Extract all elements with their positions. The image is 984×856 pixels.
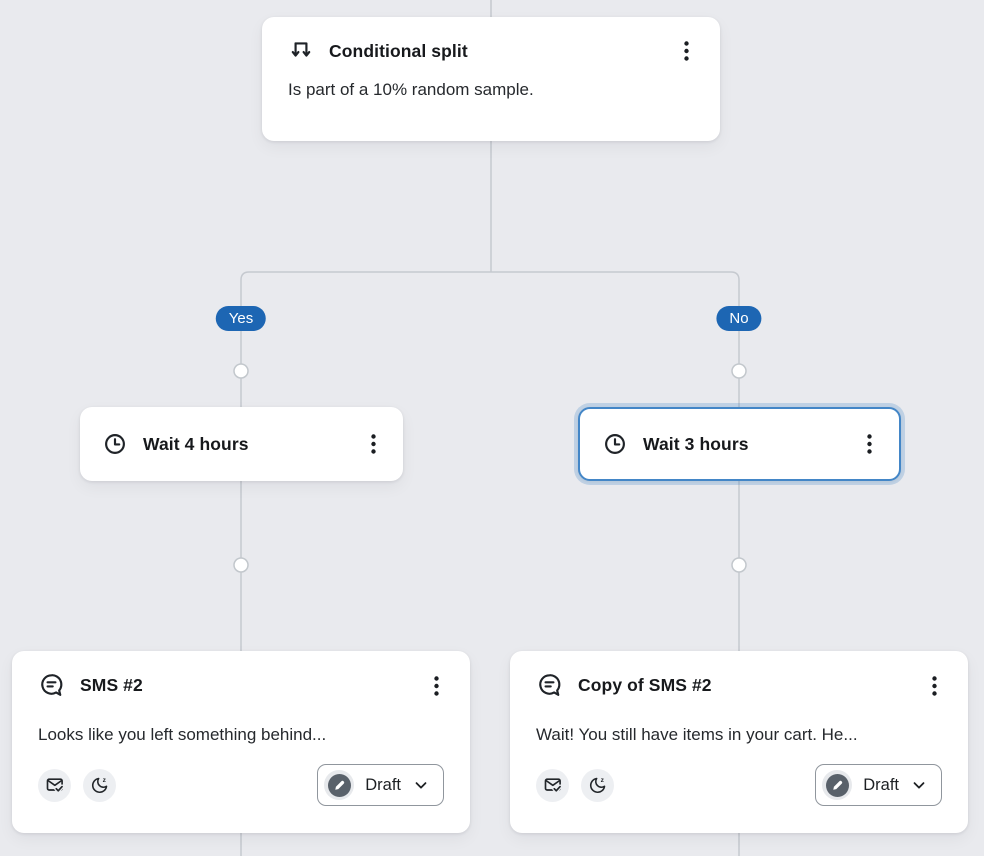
card-header: SMS #2 (38, 672, 444, 699)
kebab-menu-icon (932, 675, 937, 696)
card-footer: z Draft (536, 764, 942, 806)
status-dropdown[interactable]: Draft (317, 764, 444, 806)
sms-card-no[interactable]: Copy of SMS #2 Wait! You still have item… (510, 651, 968, 833)
status-label: Draft (365, 775, 401, 794)
card-description: Is part of a 10% random sample. (288, 80, 534, 99)
edge-branch-fork (240, 271, 740, 307)
message-preview: Looks like you left something behind... (38, 725, 327, 744)
card-title: Wait 4 hours (143, 433, 249, 454)
card-title: Wait 3 hours (643, 433, 749, 454)
pencil-circle-icon (825, 773, 849, 797)
consent-indicator (38, 768, 71, 802)
card-title: Conditional split (329, 40, 468, 61)
status-label: Draft (863, 775, 899, 794)
card-title: SMS #2 (80, 675, 143, 695)
kebab-menu-button[interactable] (366, 431, 381, 457)
clock-icon (102, 431, 128, 457)
chat-bubble-icon (536, 672, 563, 699)
chevron-down-icon (412, 776, 430, 794)
wait-card-yes[interactable]: Wait 4 hours (80, 407, 403, 481)
kebab-menu-button[interactable] (429, 673, 444, 699)
clock-icon (602, 431, 628, 457)
card-title: Copy of SMS #2 (578, 675, 712, 695)
status-badge (324, 770, 355, 800)
add-step-node[interactable] (233, 363, 249, 379)
moon-zzz-icon: z (90, 775, 110, 795)
pencil-circle-icon (327, 773, 351, 797)
status-dropdown[interactable]: Draft (815, 764, 942, 806)
message-preview: Wait! You still have items in your cart.… (536, 725, 858, 744)
kebab-menu-icon (371, 434, 376, 454)
wait-card-no-selected[interactable]: Wait 3 hours (578, 407, 901, 481)
split-arrows-icon (288, 38, 314, 64)
consent-indicator (536, 768, 569, 802)
card-header: Copy of SMS #2 (536, 672, 942, 699)
add-step-node[interactable] (731, 557, 747, 573)
add-step-node[interactable] (233, 557, 249, 573)
branch-label-yes: Yes (215, 306, 267, 331)
sms-card-yes[interactable]: SMS #2 Looks like you left something beh… (12, 651, 470, 833)
quiet-hours-indicator: z (83, 768, 116, 802)
svg-text:z: z (600, 777, 604, 784)
kebab-menu-button[interactable] (679, 38, 694, 64)
envelope-check-icon (45, 775, 65, 795)
svg-text:z: z (102, 777, 106, 784)
quiet-hours-indicator: z (581, 768, 614, 802)
envelope-check-icon (543, 775, 563, 795)
kebab-menu-icon (684, 41, 689, 61)
moon-zzz-icon: z (588, 775, 608, 795)
card-footer: z Draft (38, 764, 444, 806)
add-step-node[interactable] (731, 363, 747, 379)
kebab-menu-button[interactable] (862, 431, 877, 457)
chat-bubble-icon (38, 672, 65, 699)
kebab-menu-button[interactable] (927, 673, 942, 699)
kebab-menu-icon (434, 675, 439, 696)
chevron-down-icon (910, 776, 928, 794)
card-header: Conditional split (288, 38, 694, 64)
conditional-split-card[interactable]: Conditional split Is part of a 10% rando… (262, 17, 720, 141)
status-badge (822, 770, 853, 800)
kebab-menu-icon (867, 434, 872, 454)
branch-label-no: No (716, 306, 762, 331)
